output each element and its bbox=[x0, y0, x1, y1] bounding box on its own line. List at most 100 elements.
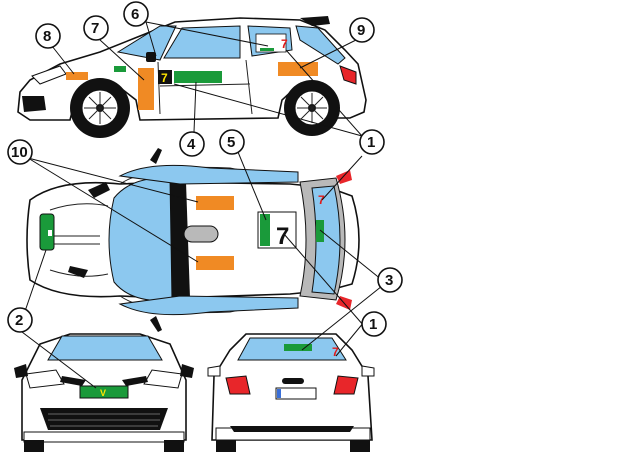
side-decal-a-pillar bbox=[138, 68, 154, 110]
front-hood-vents bbox=[60, 376, 148, 386]
top-roof-number-text: 7 bbox=[276, 223, 289, 250]
side-window-sticker bbox=[255, 33, 287, 53]
leader-10a bbox=[27, 157, 199, 203]
callout-5: 5 bbox=[219, 129, 245, 155]
rear-wheel-left bbox=[216, 440, 236, 452]
top-hood-vent-upper bbox=[88, 182, 110, 198]
top-front-plate bbox=[39, 213, 55, 251]
rear-plate-band bbox=[277, 389, 281, 398]
side-number-plate bbox=[158, 70, 172, 84]
side-decal-front-fender bbox=[66, 72, 88, 80]
top-mirror-lower bbox=[150, 316, 162, 332]
top-decal-orange-upper bbox=[196, 196, 234, 210]
leader-3b bbox=[301, 285, 383, 351]
front-bumper bbox=[23, 431, 185, 443]
leader-1-top-b bbox=[283, 233, 365, 327]
side-door-line bbox=[157, 59, 253, 115]
front-windshield bbox=[47, 335, 163, 361]
rear-taillight-right bbox=[333, 375, 359, 395]
rear-wheel-right bbox=[350, 440, 370, 452]
rear-taillight-left bbox=[225, 375, 251, 395]
top-side-window-upper bbox=[118, 164, 299, 185]
callout-1-side: 1 bbox=[359, 129, 385, 155]
side-headlight bbox=[31, 65, 67, 85]
top-mirror-upper bbox=[150, 148, 162, 164]
top-rear-number: 7 bbox=[318, 193, 325, 207]
svg-text:1: 1 bbox=[369, 316, 377, 333]
svg-text:8: 8 bbox=[43, 28, 51, 45]
svg-text:4: 4 bbox=[187, 136, 196, 153]
rear-diffuser bbox=[230, 426, 354, 432]
leader-9 bbox=[299, 39, 357, 69]
rear-view: 7 bbox=[207, 333, 375, 452]
rear-plate bbox=[275, 387, 317, 400]
side-mirror bbox=[146, 52, 156, 62]
front-wheel-left bbox=[24, 440, 44, 452]
leader-3a bbox=[319, 229, 383, 281]
front-grille-slats bbox=[48, 413, 160, 427]
rear-glass-green-decal bbox=[284, 344, 312, 351]
front-headlight-right bbox=[143, 369, 183, 389]
side-front-intake bbox=[22, 96, 46, 112]
top-view: 7 7 bbox=[26, 148, 360, 332]
leader-7 bbox=[99, 39, 145, 81]
side-roof-spoiler bbox=[300, 16, 330, 26]
rear-glass-number: 7 bbox=[332, 345, 339, 359]
callout-3: 3 bbox=[377, 267, 403, 293]
top-decal-orange-lower bbox=[196, 256, 234, 270]
top-hood-vent-lower bbox=[68, 266, 88, 278]
top-pillar-band bbox=[170, 180, 190, 300]
top-side-window-lower bbox=[118, 295, 299, 316]
leader-6b bbox=[145, 21, 157, 57]
side-decal-rear-quarter bbox=[278, 62, 318, 76]
leader-5 bbox=[237, 151, 267, 221]
front-view: V bbox=[14, 333, 194, 452]
side-view: 7 7 bbox=[17, 16, 367, 138]
leader-6a bbox=[145, 21, 269, 47]
leader-1-top bbox=[321, 155, 363, 201]
callout-4: 4 bbox=[179, 131, 205, 157]
callout-8: 8 bbox=[35, 23, 61, 49]
front-plate-mark: V bbox=[100, 388, 106, 398]
front-grille bbox=[40, 408, 168, 430]
top-rear-glass bbox=[311, 185, 341, 295]
top-front-plate-mark bbox=[48, 230, 52, 236]
side-window-number: 7 bbox=[281, 37, 288, 51]
svg-text:3: 3 bbox=[385, 272, 393, 289]
callout-7: 7 bbox=[83, 15, 109, 41]
top-windshield bbox=[108, 177, 173, 302]
callout-2: 2 bbox=[7, 307, 33, 333]
leader-10b bbox=[27, 157, 199, 263]
top-roof-scoop bbox=[183, 225, 219, 243]
rear-trunk-handle bbox=[282, 378, 304, 384]
side-front-wheel bbox=[70, 78, 130, 138]
leader-8 bbox=[51, 45, 75, 75]
svg-text:9: 9 bbox=[357, 22, 365, 39]
callout-9: 9 bbox=[349, 17, 375, 43]
callout-6: 6 bbox=[123, 1, 149, 27]
leader-lines bbox=[21, 21, 383, 389]
leader-1-rear bbox=[335, 321, 365, 357]
side-rear-wheel bbox=[284, 80, 340, 136]
rear-mirror-left bbox=[207, 365, 221, 377]
callout-10: 10 bbox=[7, 139, 33, 165]
svg-text:1: 1 bbox=[367, 134, 375, 151]
side-window-front bbox=[163, 25, 241, 59]
svg-text:6: 6 bbox=[131, 6, 139, 23]
side-decal-mirror-sticker bbox=[114, 66, 126, 72]
svg-text:2: 2 bbox=[15, 312, 23, 329]
side-window-sticker-green bbox=[260, 48, 274, 51]
top-rear-decal-green bbox=[316, 220, 324, 242]
front-mirror-left bbox=[14, 364, 28, 378]
top-roof-number-green bbox=[260, 214, 270, 246]
side-decal-door-green bbox=[174, 71, 222, 83]
leader-1-side-a bbox=[173, 83, 363, 137]
svg-text:10: 10 bbox=[11, 144, 28, 161]
front-wheel-right bbox=[164, 440, 184, 452]
rear-mirror-right bbox=[361, 365, 375, 377]
front-mirror-right bbox=[180, 364, 194, 378]
leader-1-side-b bbox=[285, 49, 363, 137]
front-plate bbox=[79, 385, 129, 399]
svg-text:7: 7 bbox=[91, 20, 99, 37]
